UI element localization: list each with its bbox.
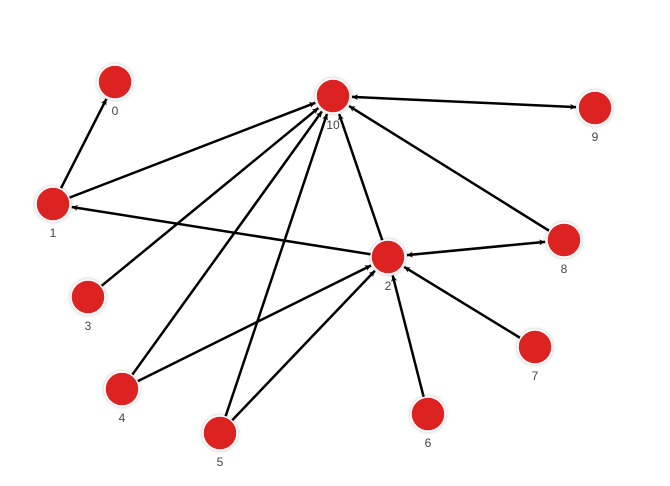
node-circle[interactable] — [546, 222, 582, 258]
edge-layer — [59, 94, 577, 422]
node-label: 9 — [592, 130, 599, 144]
node-10[interactable]: 10 — [315, 78, 351, 132]
node-label: 8 — [561, 262, 568, 276]
node-label: 10 — [326, 118, 340, 132]
node-label: 4 — [119, 411, 126, 425]
edge-5-to-2 — [230, 269, 376, 422]
node-7[interactable]: 7 — [517, 329, 553, 383]
node-label: 6 — [425, 436, 432, 450]
node-8[interactable]: 8 — [546, 222, 582, 276]
node-3[interactable]: 3 — [70, 279, 106, 333]
edge-2-to-1 — [71, 204, 372, 256]
node-0[interactable]: 0 — [97, 64, 133, 118]
node-label: 0 — [112, 104, 119, 118]
edge-2-to-10 — [337, 113, 384, 242]
node-1[interactable]: 1 — [35, 186, 71, 240]
edge-4-to-10 — [130, 110, 323, 376]
node-circle[interactable] — [35, 186, 71, 222]
node-9[interactable]: 9 — [577, 90, 613, 144]
node-circle[interactable] — [104, 371, 140, 407]
node-circle[interactable] — [315, 78, 351, 114]
node-2[interactable]: 2 — [370, 239, 406, 293]
node-label: 5 — [217, 455, 224, 469]
node-circle[interactable] — [70, 279, 106, 315]
node-label: 1 — [50, 226, 57, 240]
edge-10-to-9 — [351, 94, 577, 110]
edge-5-to-10 — [224, 113, 329, 418]
node-circle[interactable] — [517, 329, 553, 365]
node-6[interactable]: 6 — [410, 396, 446, 450]
edge-4-to-2 — [136, 264, 372, 383]
node-5[interactable]: 5 — [202, 415, 238, 469]
edge-1-to-0 — [59, 98, 108, 190]
node-4[interactable]: 4 — [104, 371, 140, 425]
edge-2-to-8 — [406, 239, 546, 258]
node-circle[interactable] — [202, 415, 238, 451]
node-circle[interactable] — [410, 396, 446, 432]
node-circle[interactable] — [577, 90, 613, 126]
node-label: 7 — [532, 369, 539, 383]
node-circle[interactable] — [370, 239, 406, 275]
node-label: 3 — [85, 319, 92, 333]
node-circle[interactable] — [97, 64, 133, 100]
edge-3-to-10 — [100, 107, 320, 288]
node-label: 2 — [385, 279, 392, 293]
edge-8-to-10 — [348, 104, 551, 233]
edge-1-to-10 — [68, 101, 316, 200]
edge-7-to-2 — [403, 265, 522, 340]
node-layer: 0 1 2 3 4 5 6 7 8 9 10 — [35, 64, 613, 469]
edge-6-to-2 — [391, 275, 426, 398]
